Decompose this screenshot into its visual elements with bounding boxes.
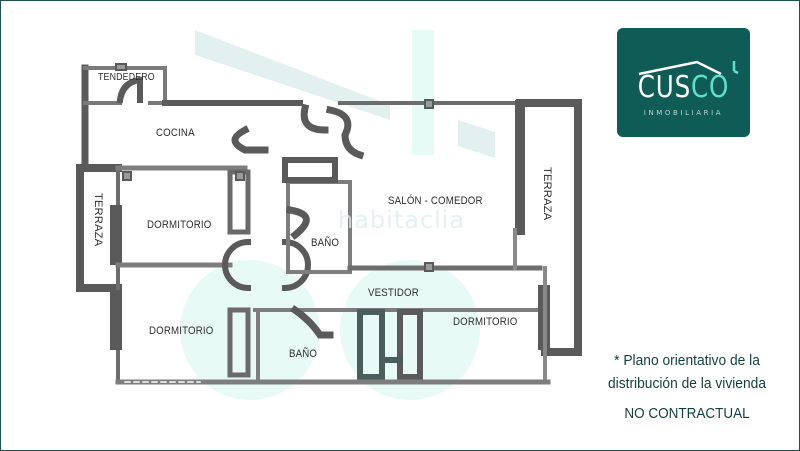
room-label-tendedero: TENDEDERO [98,72,155,83]
room-label-bano-1: BAÑO [311,237,340,249]
room-label-dormitorio-3: DORMITORIO [453,316,518,328]
room-label-dormitorio-1: DORMITORIO [147,219,212,231]
room-label-terraza-left: TERRAZA [92,193,104,247]
no-contractual-note: NO CONTRACTUAL [624,405,750,422]
room-label-dormitorio-2: DORMITORIO [149,325,214,337]
room-label-terraza-right: TERRAZA [541,167,553,221]
house-roof-icon [638,60,739,76]
logo-subtitle: INMOBILIARIA [643,109,724,117]
room-label-bano-2: BAÑO [289,348,318,360]
room-label-cocina: COCINA [156,127,195,139]
room-label-salon-comedor: SALÓN - COMEDOR [388,195,483,207]
walls [76,63,582,385]
cusco-logo: CUSCO INMOBILIARIA [617,28,750,137]
habitaclia-watermark: habitaclia [338,206,466,234]
logo-wordmark-co: CO [691,70,730,105]
room-label-vestidor: VESTIDOR [368,287,419,299]
logo-wordmark-cus: CUS [637,70,692,105]
disclaimer-note: * Plano orientativo de la distribución d… [607,352,767,392]
logo-wordmark: CUSCO [629,70,738,105]
